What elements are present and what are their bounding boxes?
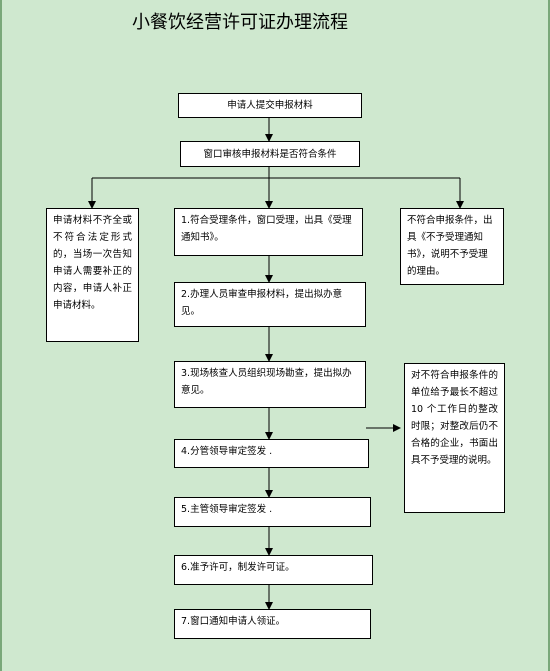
node-step1: 1.符合受理条件，窗口受理，出具《受理通知书》。 bbox=[174, 208, 363, 256]
left-border bbox=[0, 0, 2, 671]
node-step5: 5.主管领导审定签发 . bbox=[174, 497, 371, 527]
node-step2: 2.办理人员审查申报材料，提出拟办意见。 bbox=[174, 282, 366, 327]
node-step4: 4.分管领导审定签发 . bbox=[174, 439, 369, 468]
page-title: 小餐饮经营许可证办理流程 bbox=[132, 12, 348, 33]
node-submit: 申请人提交申报材料 bbox=[178, 93, 362, 118]
node-rectify: 对不符合申报条件的单位给予最长不超过 10 个工作日的整改时限；对整改后仍不合格… bbox=[404, 363, 505, 513]
right-border bbox=[548, 0, 550, 671]
node-review: 窗口审核申报材料是否符合条件 bbox=[180, 141, 360, 167]
node-step6: 6.准予许可，制发许可证。 bbox=[174, 555, 373, 585]
node-incomplete: 申请材料不齐全或不符合法定形式的，当场一次告知申请人需要补正的内容，申请人补正申… bbox=[46, 208, 139, 342]
node-step7: 7.窗口通知申请人领证。 bbox=[174, 609, 371, 639]
node-reject: 不符合申报条件，出具《不予受理通知书》，说明不予受理的理由。 bbox=[400, 208, 504, 285]
node-step3: 3.现场核查人员组织现场勘查，提出拟办意见。 bbox=[174, 361, 366, 408]
